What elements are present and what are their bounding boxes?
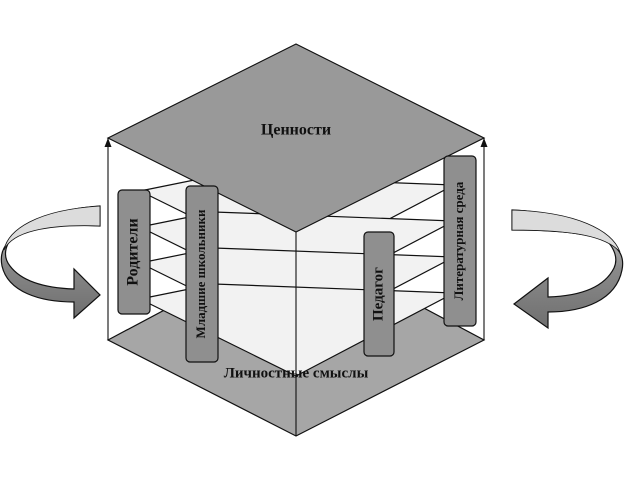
tag-teacher-label: Педагог (370, 267, 386, 321)
edge-left-arrowhead (104, 138, 112, 147)
bottom-face-label: Личностные смыслы (224, 365, 369, 381)
cube-edges (107, 138, 485, 436)
tag-pupils-label: Младшие школьники (193, 209, 208, 338)
tag-pupils: Младшие школьники (185, 185, 219, 363)
edge-arrowheads (104, 138, 488, 147)
tag-parents-label: Родители (125, 218, 142, 285)
tag-literary-environment: Литературная среда (443, 155, 477, 327)
right-curved-arrow-icon (511, 209, 624, 330)
top-face-label: Ценности (261, 122, 331, 139)
tag-teacher: Педагог (363, 231, 395, 357)
tag-parents: Родители (117, 189, 151, 315)
edge-right-arrowhead (480, 138, 488, 147)
left-curved-arrow-icon (0, 205, 101, 320)
tag-literary-environment-label: Литературная среда (451, 181, 466, 300)
